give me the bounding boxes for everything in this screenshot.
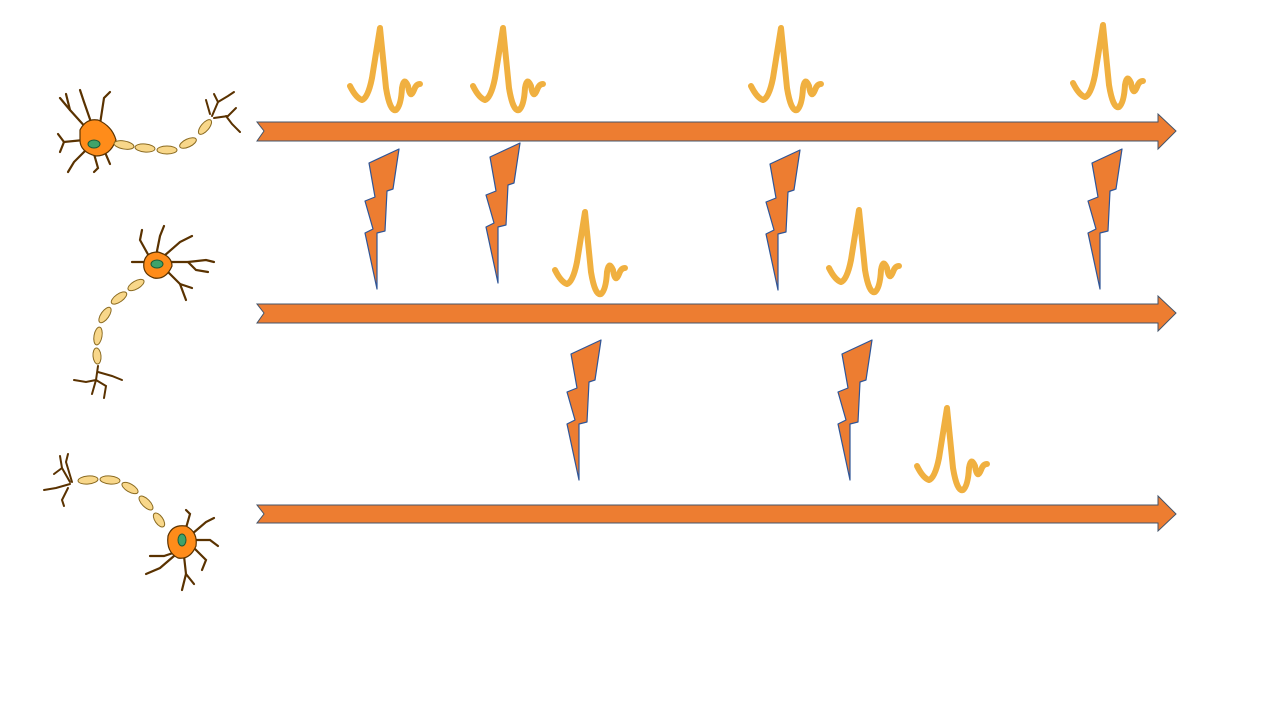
spike-icon-row1-4	[1073, 25, 1143, 107]
neuron-icon-2	[73, 224, 216, 399]
timeline-arrow-2	[255, 294, 1177, 333]
lightning-bolt-icon-3	[765, 149, 801, 291]
spike-icon-row3-1	[917, 408, 987, 490]
neuron-icon-1	[56, 88, 241, 174]
lightning-bolt-icon-4	[1087, 148, 1123, 290]
spike-icon-row1-1	[350, 28, 420, 110]
neuron-icon-3	[43, 453, 220, 592]
lightning-bolt-icon-1	[364, 148, 400, 290]
lightning-bolt-icon-2	[485, 142, 521, 284]
timeline-arrow-1	[255, 112, 1177, 151]
timeline-arrow-3	[255, 494, 1177, 533]
lightning-bolt-icon-6	[837, 339, 873, 481]
lightning-bolt-icon-5	[566, 339, 602, 481]
spike-icon-row2-2	[829, 210, 899, 292]
spike-icon-row2-1	[555, 212, 625, 294]
spike-icon-row1-3	[751, 28, 821, 110]
spike-icon-row1-2	[473, 28, 543, 110]
